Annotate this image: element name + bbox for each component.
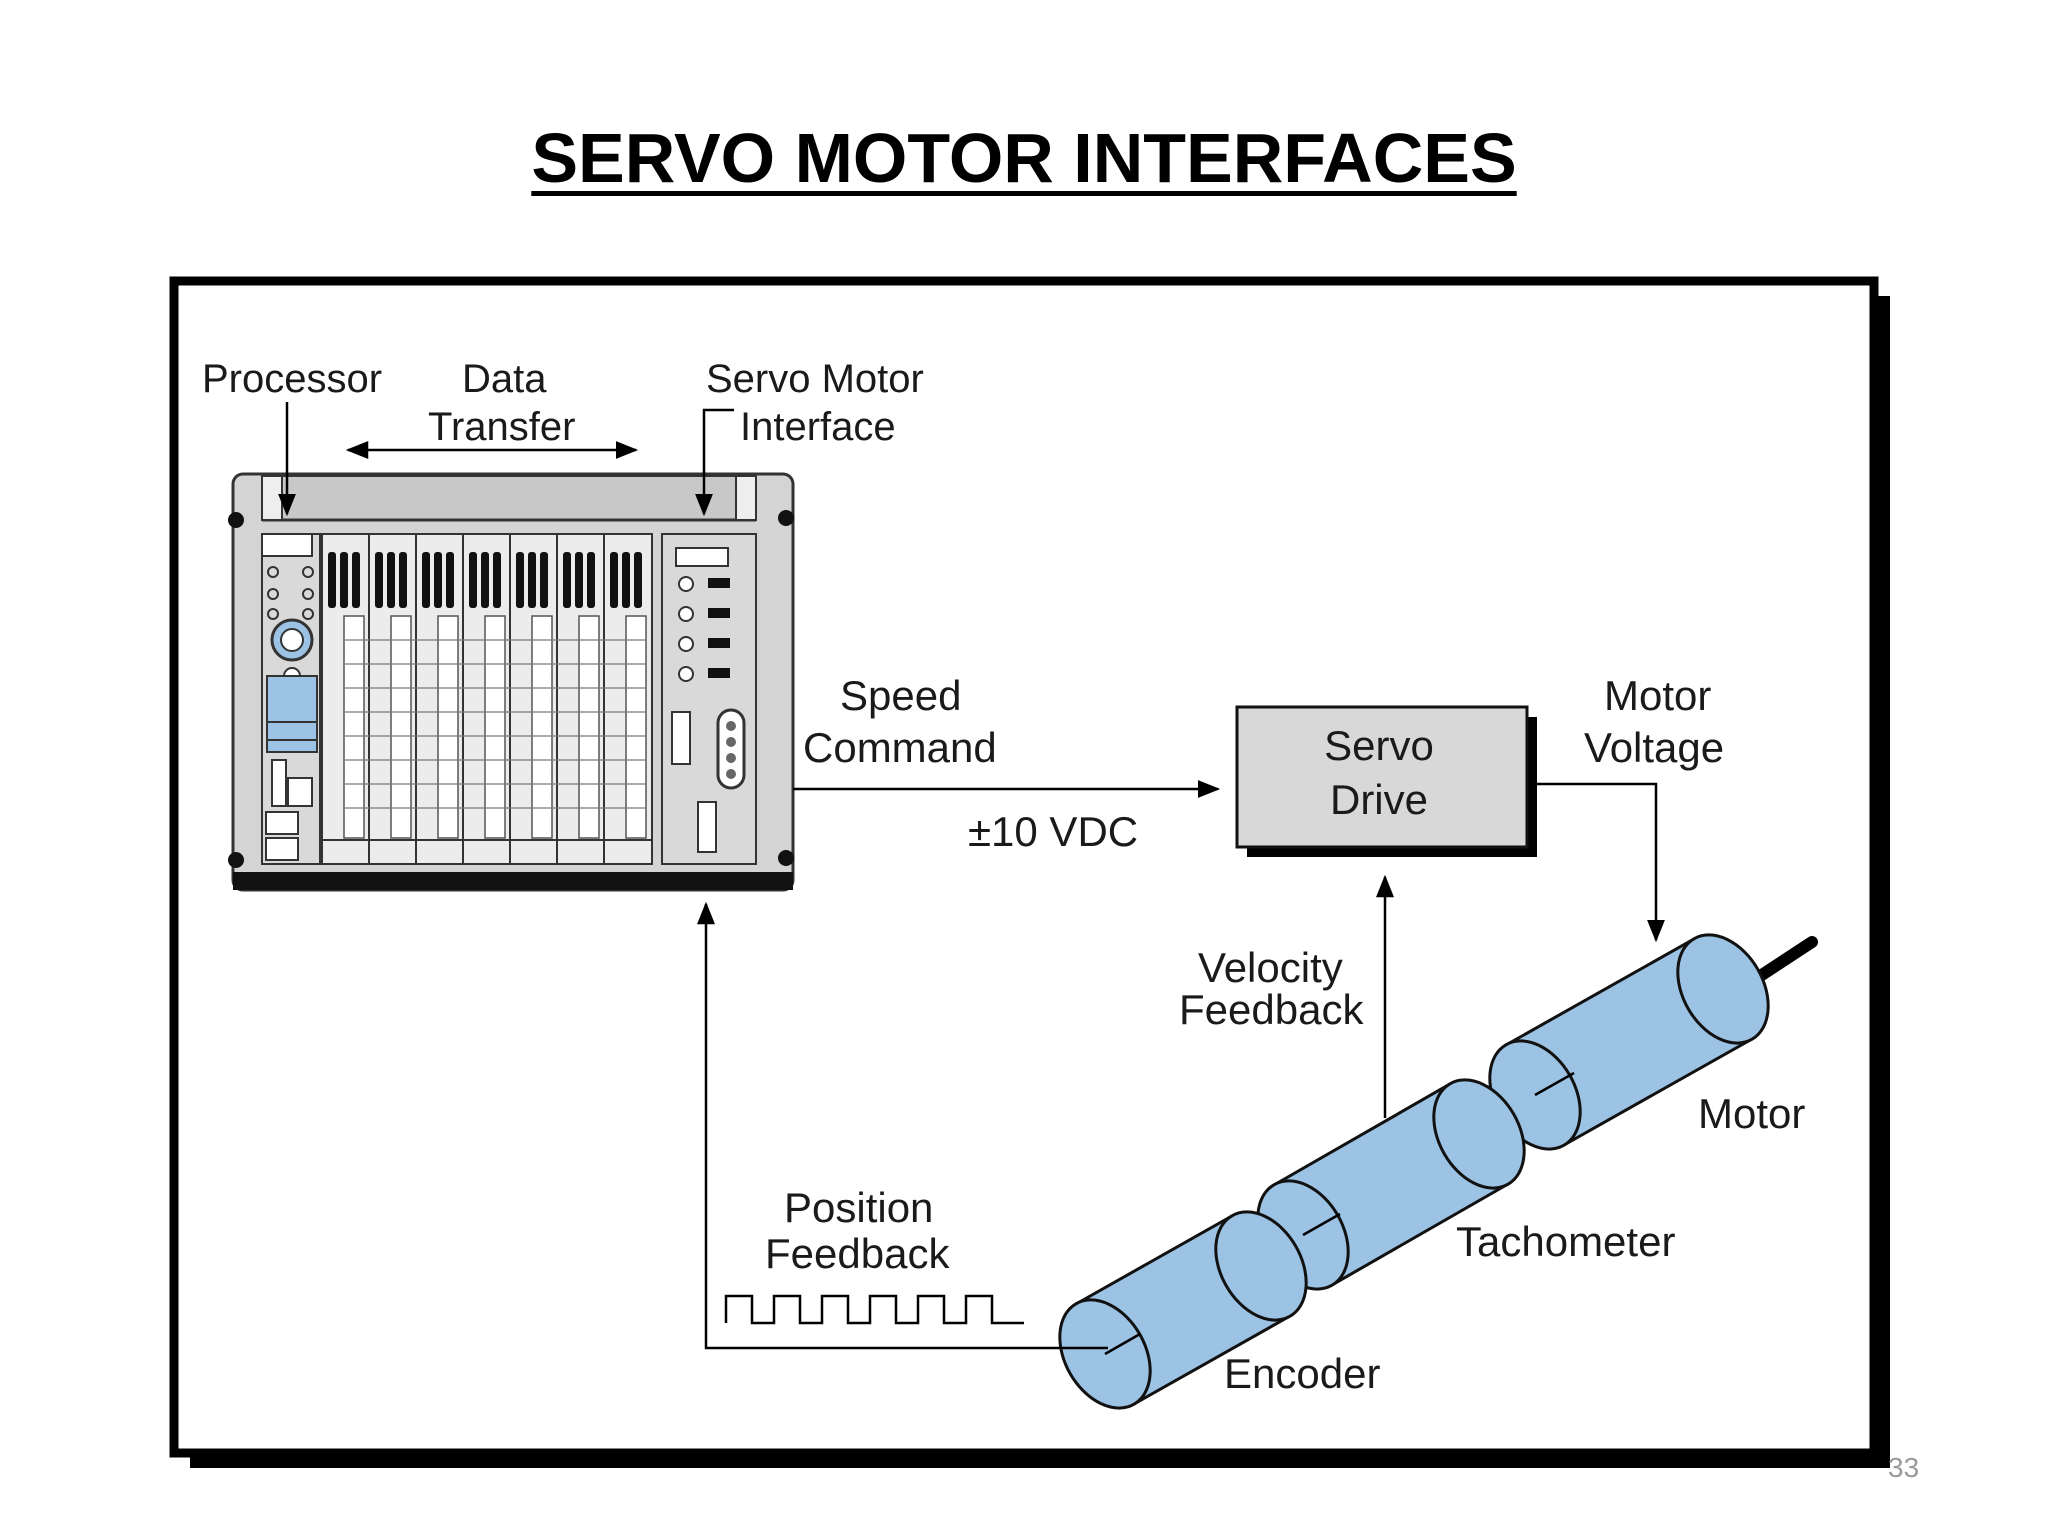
- encoder-label: Encoder: [1224, 1350, 1380, 1397]
- processor-label: Processor: [202, 357, 382, 401]
- servo-interface-module: [661, 533, 757, 865]
- servo-drive: Servo Drive: [1235, 705, 1537, 857]
- motor-voltage-label-line2: Voltage: [1584, 724, 1724, 771]
- page-number: 33: [1888, 1452, 1920, 1483]
- data-transfer-label-line2: Transfer: [428, 405, 575, 449]
- position-feedback-arrow: [697, 901, 1108, 1350]
- tachometer-label: Tachometer: [1456, 1218, 1675, 1265]
- servo-interface-label-line1: Servo Motor: [706, 357, 924, 401]
- processor-module: [261, 533, 321, 865]
- controller-rack: [228, 472, 795, 892]
- slide-title: SERVO MOTOR INTERFACES: [531, 119, 1517, 197]
- motor-voltage-label-line1: Motor: [1604, 672, 1711, 719]
- speed-command-label-line2: Command: [803, 724, 997, 771]
- position-feedback-label-line1: Position: [784, 1184, 933, 1231]
- velocity-feedback-label-line1: Velocity: [1198, 944, 1343, 991]
- io-slots: [321, 533, 653, 865]
- motor-label: Motor: [1698, 1090, 1805, 1137]
- data-transfer-label-line1: Data: [462, 357, 547, 401]
- voltage-range-label: ±10 VDC: [968, 808, 1138, 855]
- motor-cylinder: [1488, 933, 1770, 1151]
- servo-interface-label-line2: Interface: [740, 405, 896, 449]
- pulse-train-icon: [724, 1294, 1024, 1325]
- motor-voltage-arrow: [1537, 782, 1665, 943]
- servo-drive-label-line2: Drive: [1330, 776, 1428, 823]
- position-feedback-label-line2: Feedback: [765, 1230, 950, 1277]
- servo-interface-arrow: [695, 408, 734, 517]
- servo-drive-label-line1: Servo: [1324, 722, 1434, 769]
- velocity-feedback-label-line2: Feedback: [1179, 986, 1364, 1033]
- speed-command-label-line1: Speed: [840, 672, 961, 719]
